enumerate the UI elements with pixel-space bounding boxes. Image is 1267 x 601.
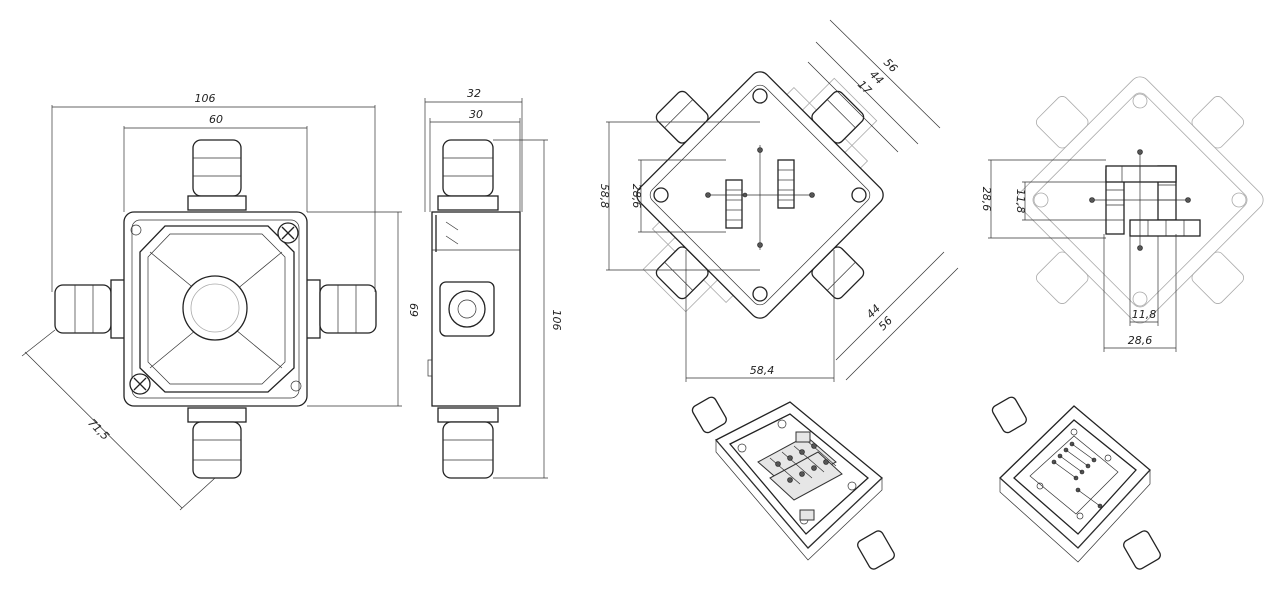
terminal-cross-blocks	[1089, 149, 1201, 251]
dim-left-outer: 58,8	[598, 184, 611, 209]
dim-side-top-inner: 30	[469, 108, 483, 121]
dimension-view: 58,8 28,6 58,4 56 44 17 44 56	[598, 19, 959, 382]
enclosure-body-front	[123, 211, 308, 407]
front-view: 106 60 69 71,5	[21, 92, 420, 511]
top-cable-gland	[187, 139, 247, 211]
dim-side-top-outer: 32	[467, 87, 481, 100]
isometric-view-pins	[991, 396, 1161, 570]
dim-diag-bottom-inner: 44	[864, 302, 883, 321]
dim-body-width: 60	[209, 113, 223, 126]
dim-diag-top-outer: 56	[881, 56, 900, 75]
bottom-cable-gland	[187, 407, 247, 479]
side-top-gland	[437, 139, 499, 211]
dim-terminal-left-outer: 28,6	[980, 187, 993, 212]
side-view: 32 30 106	[424, 87, 563, 479]
dim-diagonal: 71,5	[85, 416, 112, 443]
dim-body-height: 69	[407, 303, 420, 317]
dim-terminal-bottom-outer: 28,6	[1128, 334, 1153, 347]
dimension-view-lines	[606, 19, 959, 382]
terminal-view-dimensions	[988, 159, 1177, 352]
front-dimensions	[21, 105, 402, 511]
rotated-glands	[655, 90, 865, 300]
pin-row	[1051, 441, 1103, 509]
dim-left-inner: 28,6	[630, 184, 643, 209]
terminal-view: 28,6 11,8 11,8 28,6	[980, 76, 1264, 352]
right-cable-gland	[305, 279, 377, 339]
dim-side-height: 106	[550, 310, 563, 331]
dim-terminal-left-inner: 11,8	[1014, 189, 1027, 214]
dim-terminal-bottom-inner: 11,8	[1132, 308, 1157, 321]
terminal-rows	[757, 431, 843, 521]
terminal-view-body	[1016, 76, 1264, 324]
terminal-strips	[705, 145, 815, 250]
dim-overall-width: 106	[195, 92, 216, 105]
dim-bottom: 58,4	[750, 364, 775, 377]
isometric-view-terminals	[691, 396, 895, 570]
side-bottom-gland	[437, 407, 499, 479]
left-cable-gland	[54, 279, 126, 339]
side-dimensions	[424, 98, 548, 479]
